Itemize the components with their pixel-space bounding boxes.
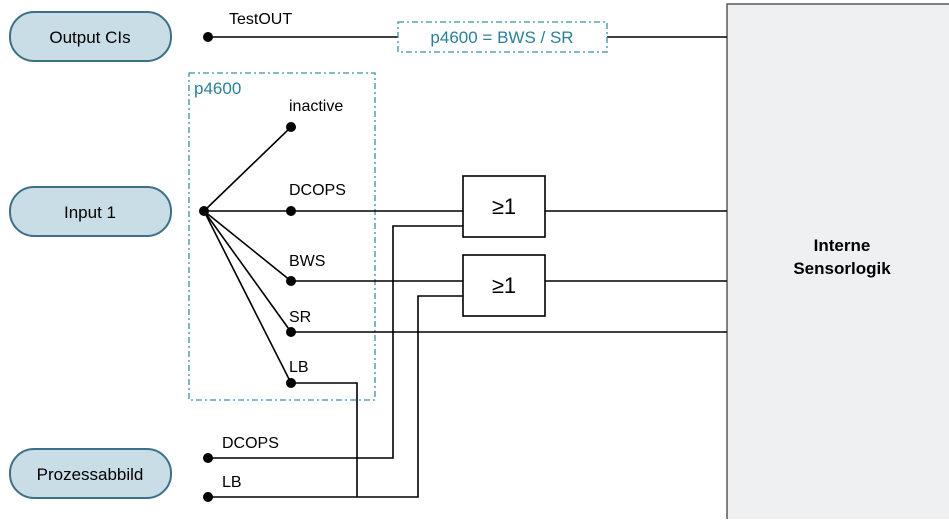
prozess-dcops-node (203, 453, 213, 463)
prozessabbild-label: Prozessabbild (37, 465, 144, 484)
prozess-lb-label: LB (222, 474, 242, 491)
dcops-label: DCOPS (289, 182, 346, 199)
bws-label: BWS (289, 253, 325, 270)
parameter-box (188, 72, 376, 401)
prozess-dcops-label: DCOPS (222, 435, 279, 452)
or-gate-upper: ≥1 (462, 175, 546, 238)
formula-label: p4600 = BWS / SR (430, 28, 573, 47)
sr-label: SR (289, 309, 311, 326)
testout-label: TestOUT (229, 11, 292, 28)
prozessabbild-pill: Prozessabbild (9, 448, 172, 499)
inactive-node (286, 122, 296, 132)
or-gate-lower-label: ≥1 (492, 273, 516, 298)
output-cis-pill: Output CIs (9, 11, 172, 62)
testout-node (203, 32, 213, 42)
sensor-logic-title-line2: Sensorlogik (793, 259, 891, 278)
sensor-logic-title-line1: Interne (814, 236, 871, 255)
input1-node (199, 206, 209, 216)
inactive-label: inactive (289, 98, 343, 115)
or-gate-lower: ≥1 (462, 254, 546, 317)
signal-wiring (208, 210, 727, 498)
parameter-box-label: p4600 (194, 79, 241, 98)
sensor-logic-block (726, 3, 949, 524)
prozess-lb-node (203, 492, 213, 502)
input1-pill: Input 1 (9, 186, 172, 237)
or-gate-upper-label: ≥1 (492, 194, 516, 219)
input1-label: Input 1 (64, 203, 116, 222)
lb-label: LB (289, 359, 309, 376)
selector-fan (203, 126, 292, 384)
formula-box (397, 21, 608, 53)
output-cis-label: Output CIs (49, 28, 130, 47)
